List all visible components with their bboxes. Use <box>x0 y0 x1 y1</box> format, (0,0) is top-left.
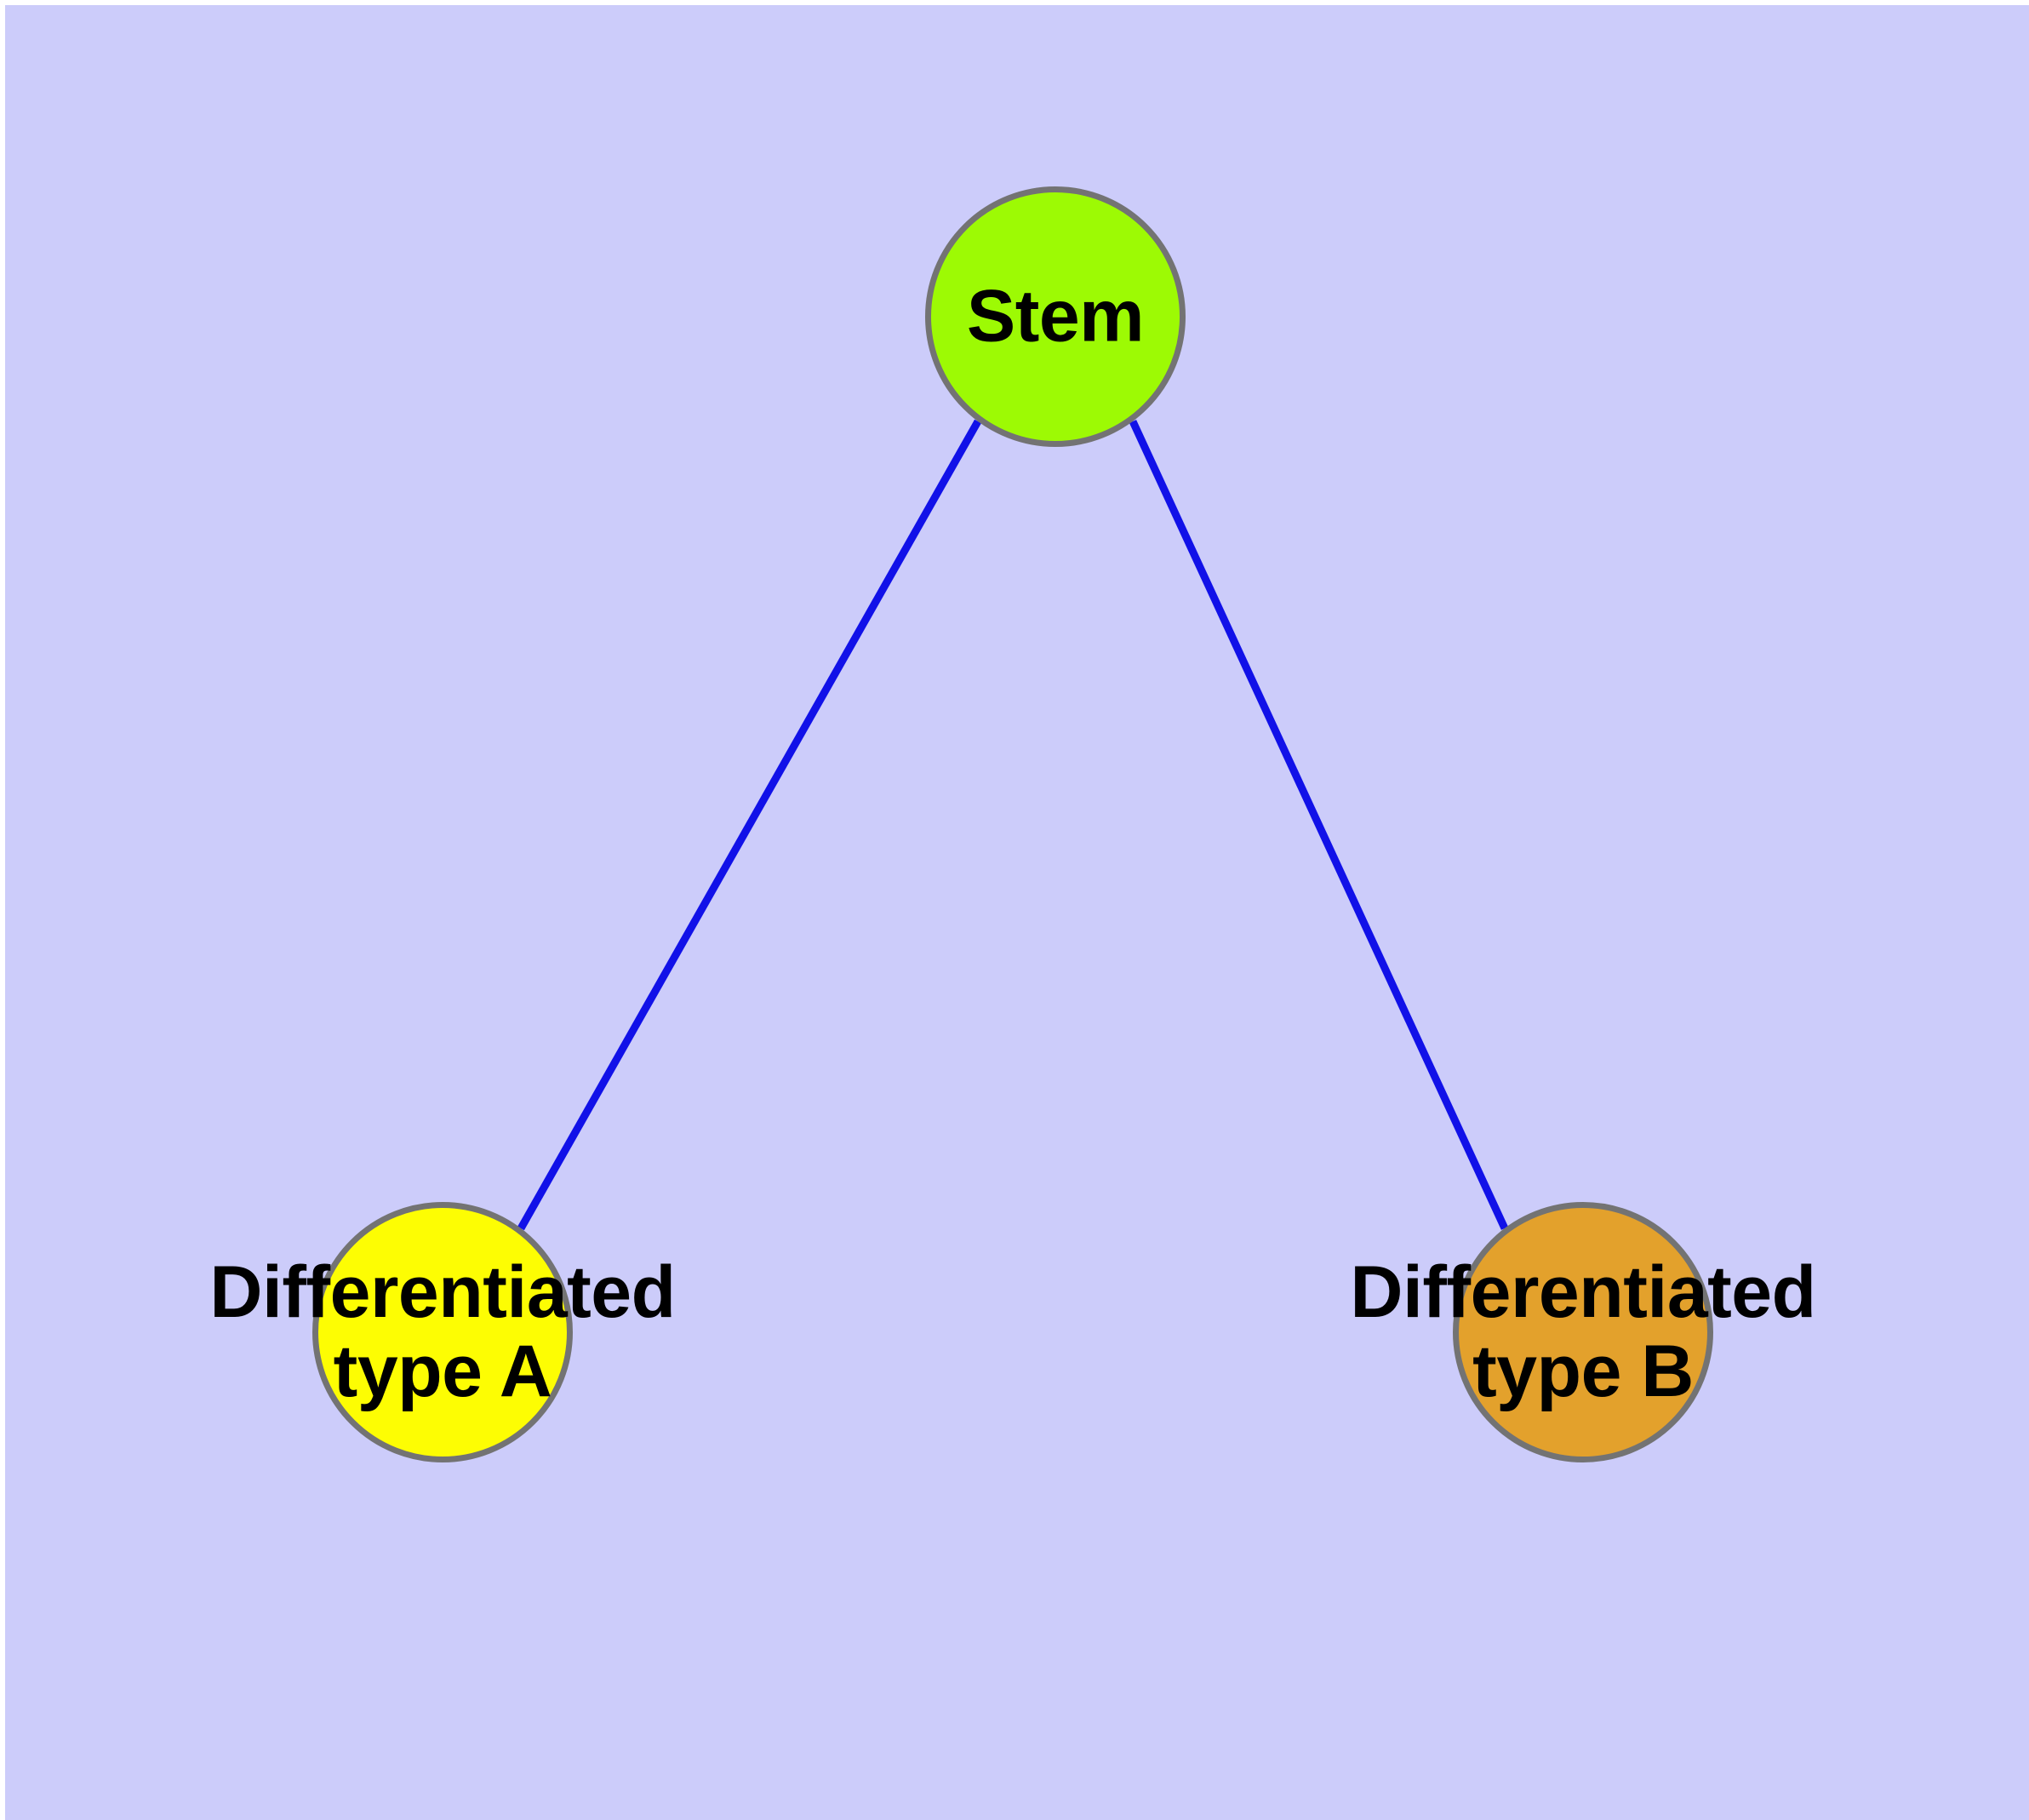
edge-stem-to-differentiated-b <box>1129 420 1509 1230</box>
edge-stem-to-differentiated-a <box>517 419 981 1231</box>
label-line-2: type B <box>1472 1331 1694 1412</box>
graph-plot-area: Stem Differentiated type A Differentiate… <box>5 5 2029 1820</box>
node-differentiated-type-b[interactable]: Differentiated type B <box>1350 1202 1816 1462</box>
label-line-2: type A <box>333 1331 552 1412</box>
edge-layer <box>517 419 1509 1231</box>
node-stem[interactable]: Stem <box>925 186 1186 447</box>
node-differentiated-type-a[interactable]: Differentiated type A <box>209 1202 676 1462</box>
node-stem-label: Stem <box>966 275 1145 358</box>
